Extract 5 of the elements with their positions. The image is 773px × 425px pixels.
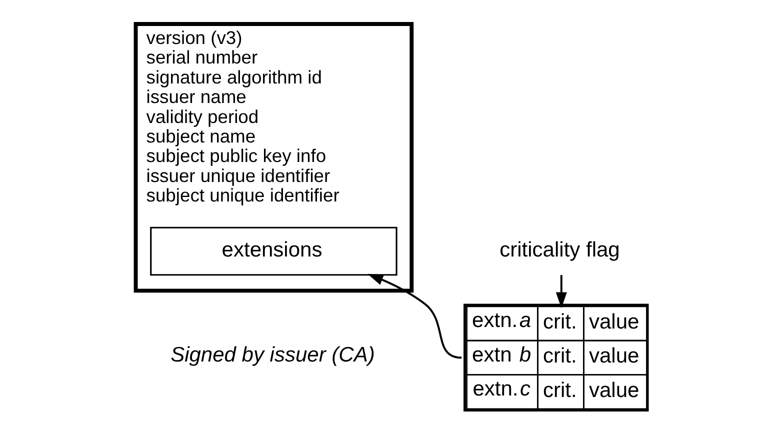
arrow: [366, 274, 462, 359]
arrow: [555, 275, 566, 308]
node-text: criticality flag: [499, 238, 620, 262]
node-box: extensions: [150, 226, 397, 276]
node-label: Signed by issuer (CA): [170, 343, 374, 366]
